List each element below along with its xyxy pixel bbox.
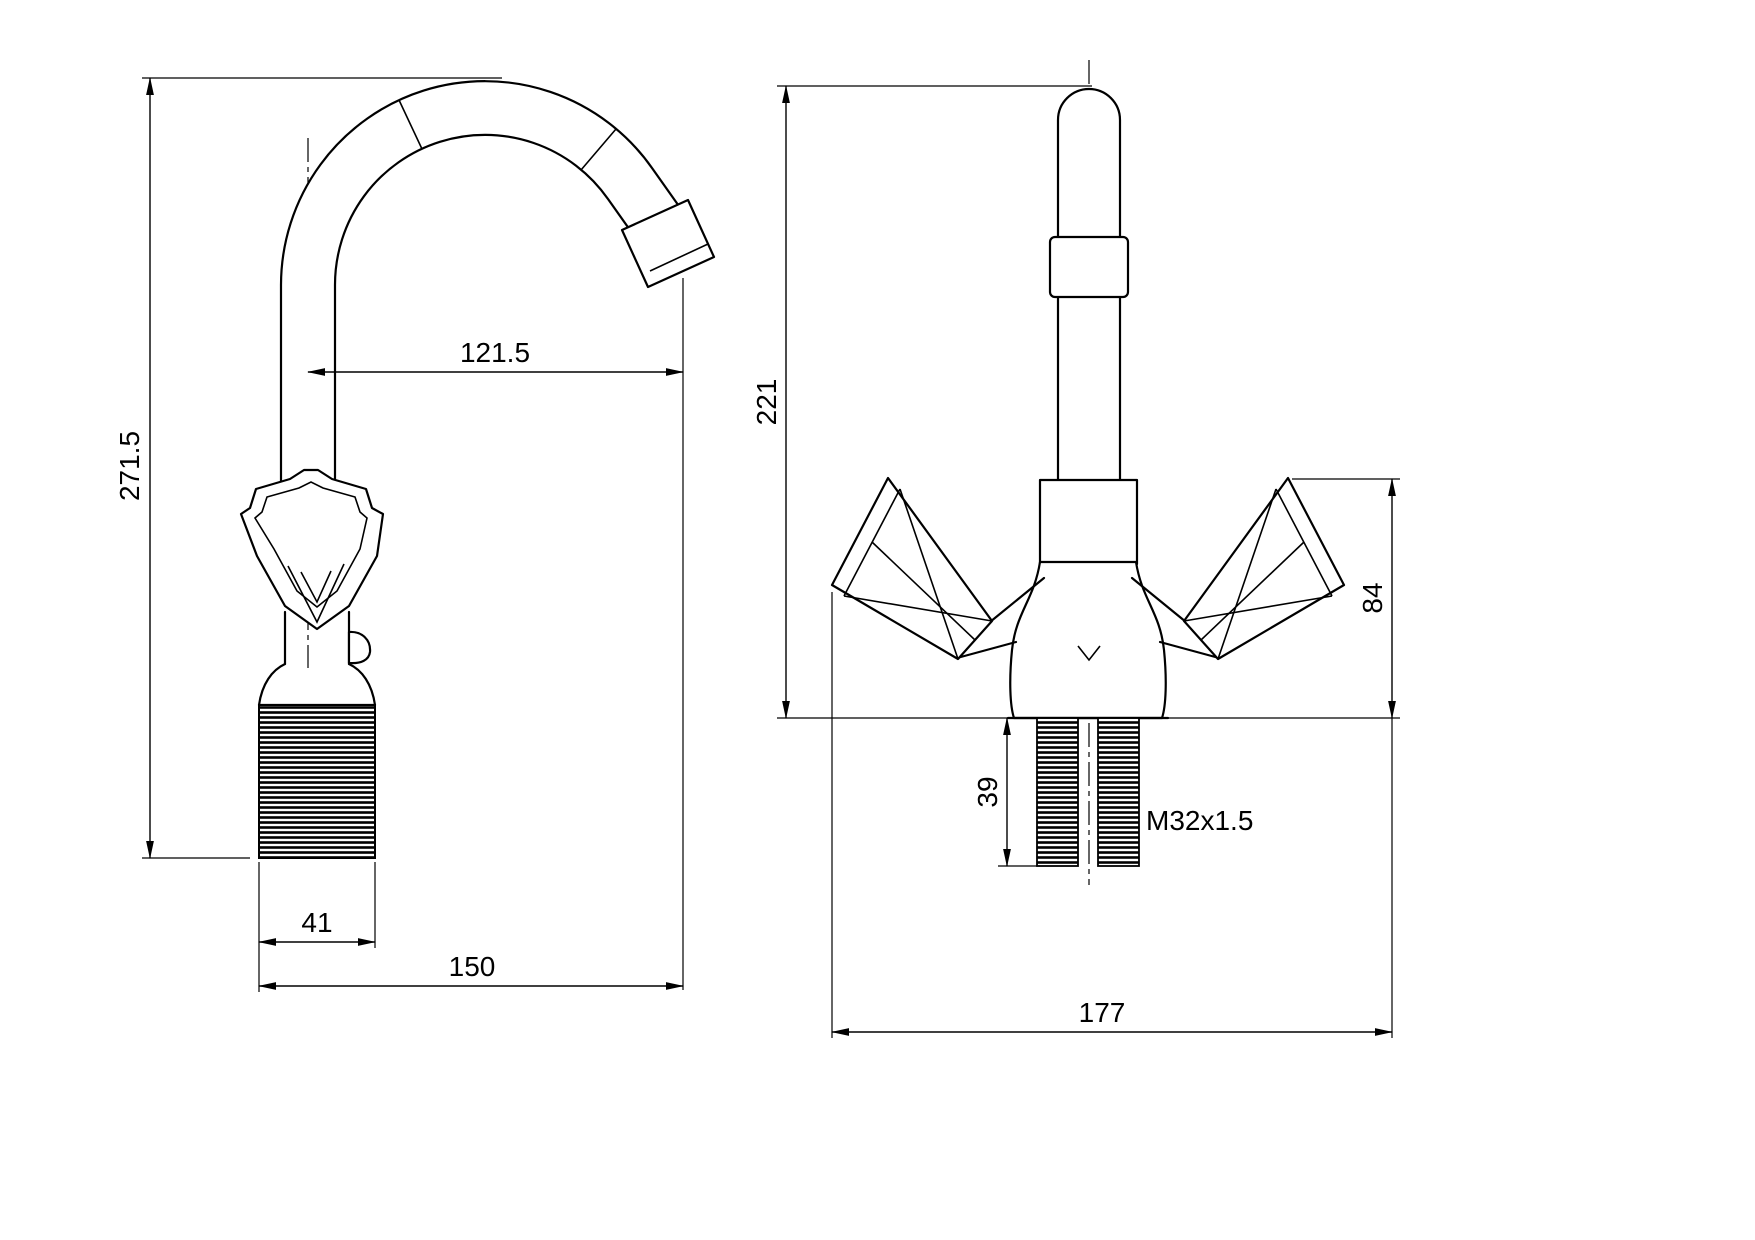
threaded-shank-front-left (1036, 717, 1079, 867)
spout-collar (1048, 235, 1130, 299)
aerator-line (649, 243, 709, 272)
dim-label-spout-reach: 121.5 (460, 337, 530, 368)
spout-nozzle (620, 198, 716, 289)
dim-thread-length: 39 (972, 717, 1040, 867)
side-view-dimensions: 271.5 121.5 41 150 (114, 77, 684, 992)
handle-knob-inner-line (253, 481, 368, 609)
dim-label-thread-spec: M32x1.5 (1146, 805, 1253, 836)
dim-label-spout-height: 221 (751, 379, 782, 426)
dim-overall-width: 177 (831, 592, 1393, 1038)
faucet-body-front (1038, 478, 1139, 566)
dim-overall-depth: 150 (258, 951, 684, 990)
dim-overall-height: 271.5 (114, 77, 502, 859)
right-handle-stem (1130, 576, 1188, 624)
side-view (239, 80, 716, 859)
threaded-shank-side (258, 704, 376, 859)
threaded-shank-front-right (1097, 717, 1140, 867)
left-handle-stem (988, 576, 1046, 624)
front-view-dimensions: 221 84 39 M32x1.5 177 (751, 85, 1400, 1038)
dim-label-handle-height: 84 (1357, 582, 1388, 613)
handle-knob-side (239, 468, 385, 631)
body-flare (257, 662, 287, 707)
left-handle-stem (955, 640, 1018, 660)
dim-handle-height: 84 (1164, 478, 1400, 719)
dim-thread-width: 41 (258, 862, 376, 992)
tube-seam-line (580, 128, 617, 171)
dim-label-overall-height: 271.5 (114, 431, 145, 501)
right-handle (1182, 476, 1346, 661)
body-flare (347, 662, 377, 707)
tube-seam-line (398, 99, 423, 150)
right-handle-stem (1158, 640, 1221, 660)
gooseneck-spout (279, 80, 683, 490)
dim-label-thread-width: 41 (301, 907, 332, 938)
dim-spout-reach: 121.5 (307, 278, 684, 990)
dim-label-overall-width: 177 (1079, 997, 1126, 1028)
dim-spout-height: 221 (751, 85, 1092, 719)
handle-front-vee-inner (300, 570, 332, 604)
dim-label-thread-length: 39 (972, 776, 1003, 807)
base-center-vee (1077, 645, 1101, 662)
neck-lever-detail (347, 630, 372, 665)
left-handle (830, 476, 994, 661)
dim-label-overall-depth: 150 (449, 951, 496, 982)
front-view (830, 60, 1346, 885)
handle-front-vee (287, 563, 345, 624)
